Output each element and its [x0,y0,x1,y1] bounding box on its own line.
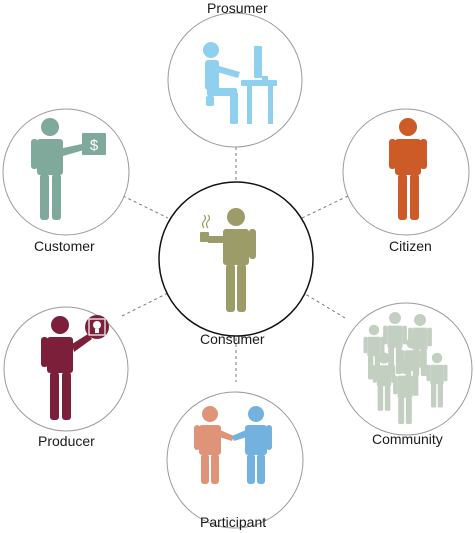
community-person-icon [408,314,432,377]
participant-left-figure-icon [194,406,234,484]
connector-citizen [301,195,349,219]
prosumer-figure-icon [203,42,277,124]
producer-figure-icon [41,315,109,420]
connector-community [301,291,346,319]
participant-circle [166,391,304,529]
role-label-prosumer: Prosumer [207,0,268,16]
prosumer-circle [167,12,303,148]
role-label-producer: Producer [38,433,95,449]
connectors [121,147,349,382]
community-figure-icon [363,312,448,425]
connector-producer [121,291,171,317]
role-label-citizen: Citizen [389,238,432,254]
customer-figure-icon [31,118,106,220]
money-symbol: $ [90,137,99,154]
community-person-icon [400,337,424,396]
consumer-figure-icon [200,208,256,312]
customer-circle [2,108,130,236]
community-person-icon [426,352,448,408]
center-label-consumer: Consumer [200,331,265,347]
lightbulb-icon [88,318,106,336]
role-label-participant: Participant [200,514,267,530]
connector-customer [122,195,169,219]
community-person-icon [383,312,407,375]
role-label-customer: Customer [34,238,95,254]
community-person-icon [372,352,396,411]
role-label-community: Community [372,431,443,447]
citizen-figure-icon [389,118,427,220]
participant-right-figure-icon [232,406,272,484]
